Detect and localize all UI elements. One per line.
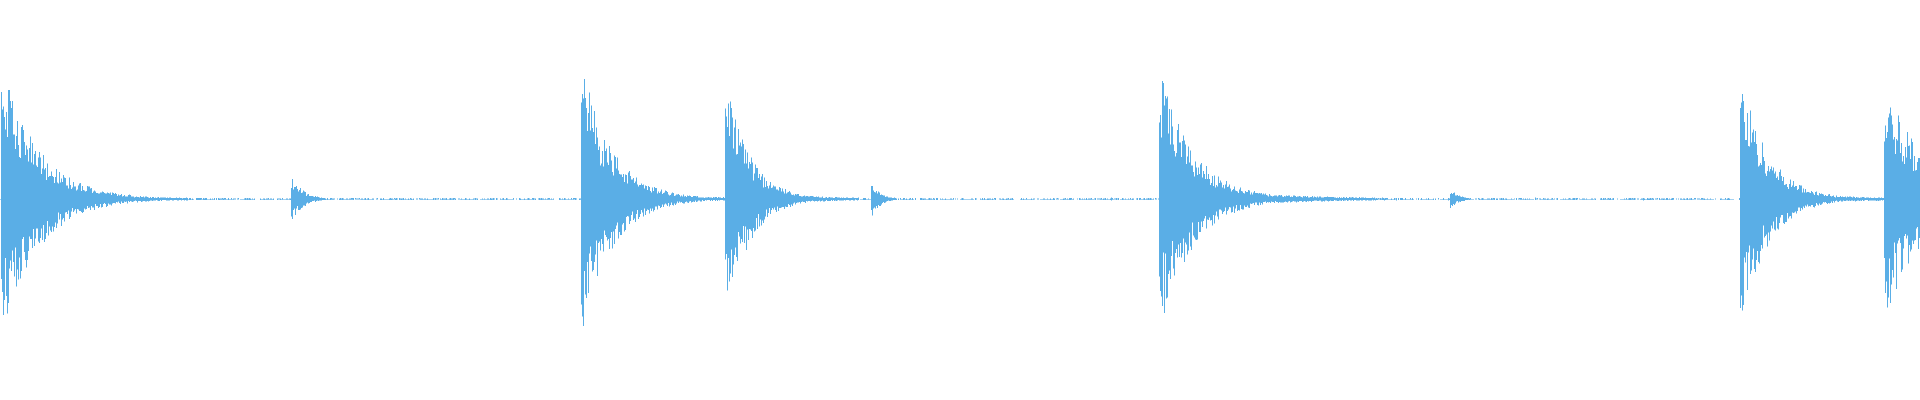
waveform-samples — [0, 79, 1920, 326]
waveform-path — [1, 79, 1920, 326]
